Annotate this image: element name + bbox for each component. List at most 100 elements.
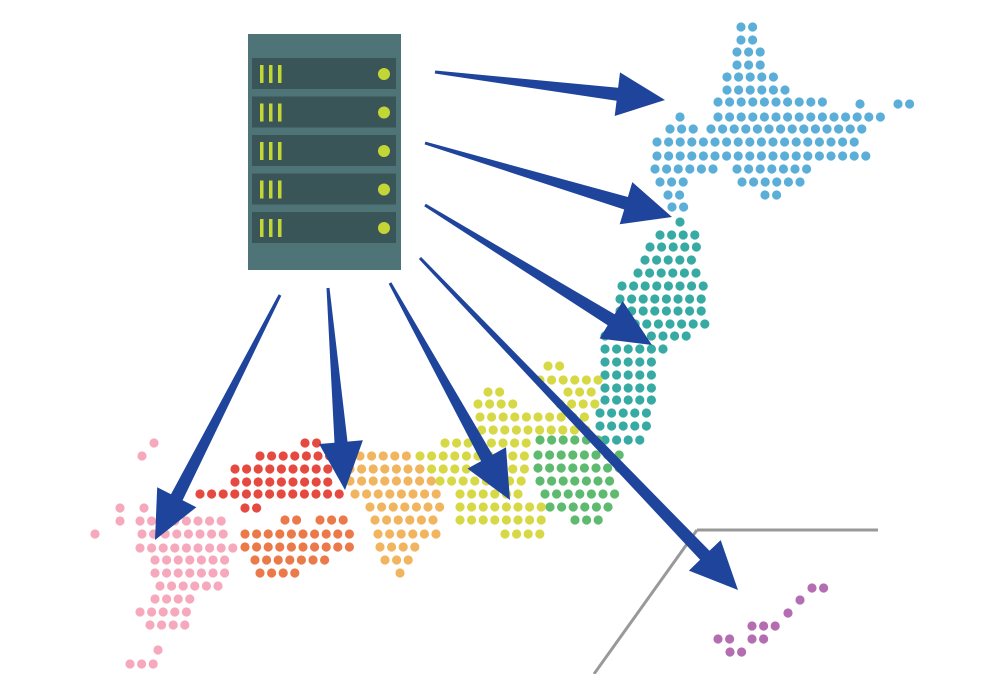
map-dot bbox=[607, 421, 617, 431]
map-dot bbox=[662, 164, 672, 174]
map-dot bbox=[508, 399, 518, 409]
map-dot bbox=[403, 464, 413, 474]
map-dot bbox=[745, 151, 755, 161]
map-dot bbox=[170, 543, 180, 553]
map-dot bbox=[265, 464, 275, 474]
map-dot bbox=[799, 124, 809, 134]
map-dot bbox=[658, 331, 668, 341]
map-dot bbox=[675, 281, 685, 291]
map-dot bbox=[580, 502, 590, 512]
map-dot bbox=[563, 489, 573, 499]
status-led-icon bbox=[378, 106, 390, 119]
map-dot bbox=[213, 581, 223, 591]
map-dot bbox=[276, 477, 286, 487]
arrow-to-tohoku bbox=[424, 203, 652, 345]
map-dot bbox=[535, 425, 545, 435]
map-dot bbox=[733, 137, 743, 147]
map-dot bbox=[748, 35, 758, 45]
map-dot bbox=[748, 22, 758, 32]
map-dot bbox=[125, 659, 135, 669]
map-dot bbox=[535, 529, 545, 539]
map-dot bbox=[737, 647, 747, 657]
map-dot bbox=[207, 529, 217, 539]
map-dot bbox=[205, 543, 215, 553]
vent-bar bbox=[278, 219, 282, 237]
region-chugoku bbox=[195, 438, 344, 513]
map-dot bbox=[447, 476, 457, 486]
map-dot bbox=[635, 344, 645, 354]
map-dot bbox=[713, 97, 723, 107]
map-dot bbox=[688, 124, 698, 134]
map-dot bbox=[819, 583, 829, 593]
map-dot bbox=[525, 515, 535, 525]
map-dot bbox=[770, 621, 780, 631]
map-dot bbox=[688, 319, 698, 329]
map-dot bbox=[521, 438, 531, 448]
map-dot bbox=[646, 370, 657, 380]
map-dot bbox=[173, 594, 183, 604]
map-dot bbox=[157, 620, 167, 630]
map-dot bbox=[486, 438, 496, 448]
map-dot bbox=[253, 464, 263, 474]
map-dot bbox=[416, 515, 426, 525]
map-dot bbox=[772, 177, 782, 187]
map-dot bbox=[377, 502, 387, 512]
map-dot bbox=[547, 375, 557, 385]
map-dot bbox=[426, 476, 436, 486]
map-dot bbox=[593, 476, 603, 486]
map-dot bbox=[265, 477, 275, 487]
map-dot bbox=[252, 503, 262, 513]
vent-bar bbox=[278, 180, 282, 199]
vent-bar bbox=[260, 219, 264, 237]
map-dot bbox=[670, 331, 680, 341]
map-dot bbox=[523, 529, 533, 539]
map-dot bbox=[722, 151, 732, 161]
map-dot bbox=[650, 164, 660, 174]
map-dot bbox=[545, 450, 555, 460]
map-dot bbox=[280, 515, 290, 525]
map-dot bbox=[578, 399, 588, 409]
map-dot bbox=[362, 489, 372, 499]
map-dot bbox=[139, 503, 149, 513]
region-okinawa bbox=[713, 583, 829, 657]
map-dot bbox=[180, 620, 190, 630]
map-dot bbox=[556, 450, 566, 460]
server-unit bbox=[252, 58, 396, 89]
map-dot bbox=[334, 489, 344, 499]
map-dot bbox=[498, 438, 508, 448]
map-dot bbox=[253, 477, 263, 487]
map-dot bbox=[147, 516, 157, 526]
map-dot bbox=[826, 151, 836, 161]
vent-bar bbox=[278, 142, 282, 160]
map-dot bbox=[241, 489, 251, 499]
map-dot bbox=[747, 634, 757, 644]
server-unit bbox=[252, 173, 396, 205]
map-dot bbox=[387, 542, 397, 552]
map-dot bbox=[855, 99, 865, 109]
map-dot bbox=[508, 464, 518, 474]
map-dot bbox=[579, 463, 590, 473]
map-dot bbox=[487, 412, 497, 422]
map-dot bbox=[252, 529, 262, 539]
map-dot bbox=[568, 463, 578, 473]
map-dot bbox=[759, 634, 769, 644]
map-dot bbox=[570, 435, 580, 445]
map-dot bbox=[391, 464, 401, 474]
map-dot bbox=[299, 489, 309, 499]
map-dot bbox=[635, 395, 645, 405]
map-dot bbox=[568, 502, 578, 512]
map-dot bbox=[310, 542, 320, 552]
map-dot bbox=[814, 137, 825, 147]
map-dot bbox=[423, 502, 433, 512]
map-dot bbox=[612, 383, 622, 393]
map-dot bbox=[296, 555, 306, 565]
map-dot bbox=[677, 319, 687, 329]
map-dot bbox=[478, 489, 488, 499]
map-dot bbox=[612, 435, 622, 445]
map-dot bbox=[207, 489, 217, 499]
map-dot bbox=[905, 99, 915, 109]
map-dot bbox=[838, 137, 848, 147]
map-dot bbox=[275, 542, 285, 552]
map-dot bbox=[263, 542, 273, 552]
map-dot bbox=[630, 421, 640, 431]
